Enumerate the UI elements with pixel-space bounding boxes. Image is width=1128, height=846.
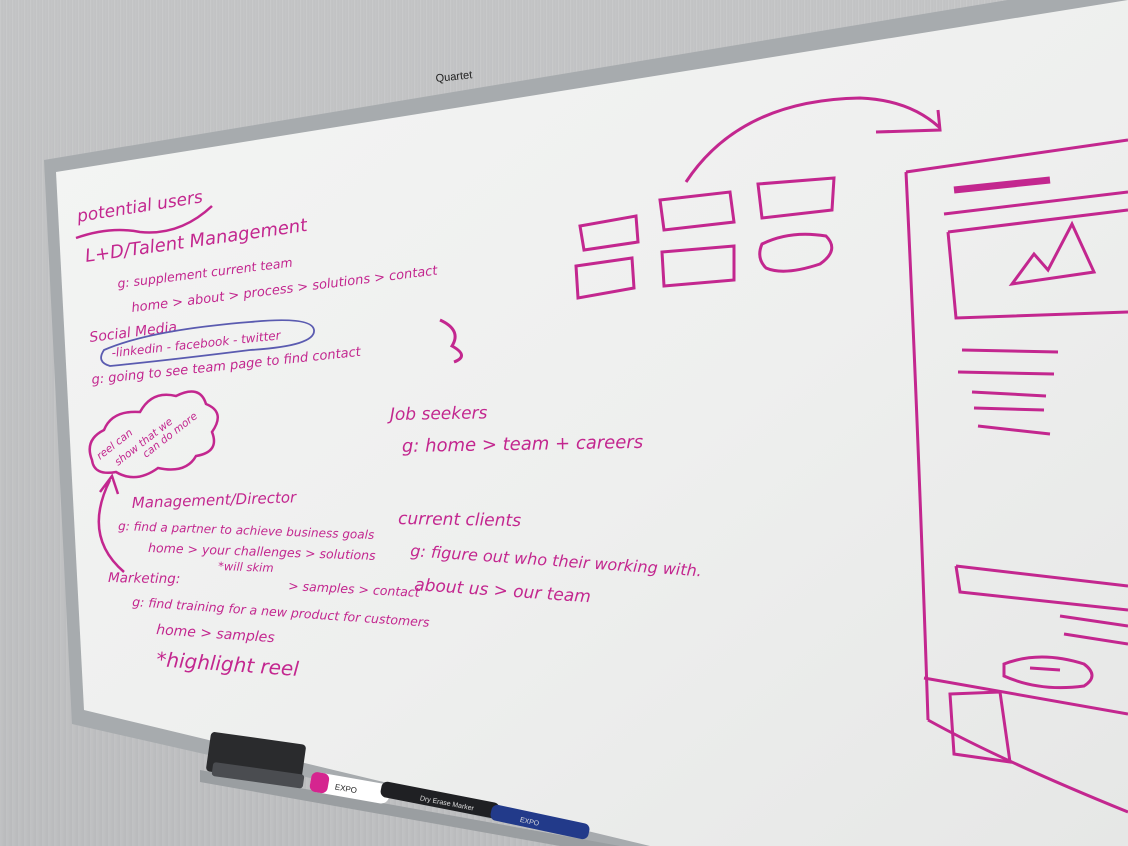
reel-cloud bbox=[88, 390, 219, 479]
reel-arrow bbox=[97, 473, 125, 573]
card-grid-sketch bbox=[574, 176, 836, 300]
marker-tray bbox=[200, 770, 620, 846]
flow-arrow bbox=[684, 96, 942, 183]
marker-pink-label: EXPO bbox=[334, 782, 357, 795]
marker-blue[interactable]: EXPO bbox=[489, 804, 590, 840]
social-arrow-mark bbox=[439, 318, 463, 364]
management-title: Management/Director bbox=[132, 488, 298, 512]
marker-blue-label: EXPO bbox=[519, 817, 540, 828]
heading-underline bbox=[75, 205, 213, 240]
current-clients-title: current clients bbox=[398, 509, 521, 531]
marketing-title: Marketing: bbox=[108, 570, 181, 587]
eraser[interactable] bbox=[206, 732, 307, 789]
social-channels-bubble bbox=[100, 319, 315, 367]
board-surface bbox=[56, 0, 1128, 846]
management-note: *will skim bbox=[218, 559, 274, 575]
job-seekers-path: g: home > team + careers bbox=[402, 432, 644, 457]
marker-pink[interactable]: EXPO bbox=[309, 771, 391, 805]
page-wireframe-sketch bbox=[904, 138, 1128, 814]
management-path2: > samples > contact bbox=[288, 578, 421, 600]
job-seekers-title: Job seekers bbox=[387, 403, 488, 425]
brand-label: Quartet bbox=[435, 69, 473, 85]
